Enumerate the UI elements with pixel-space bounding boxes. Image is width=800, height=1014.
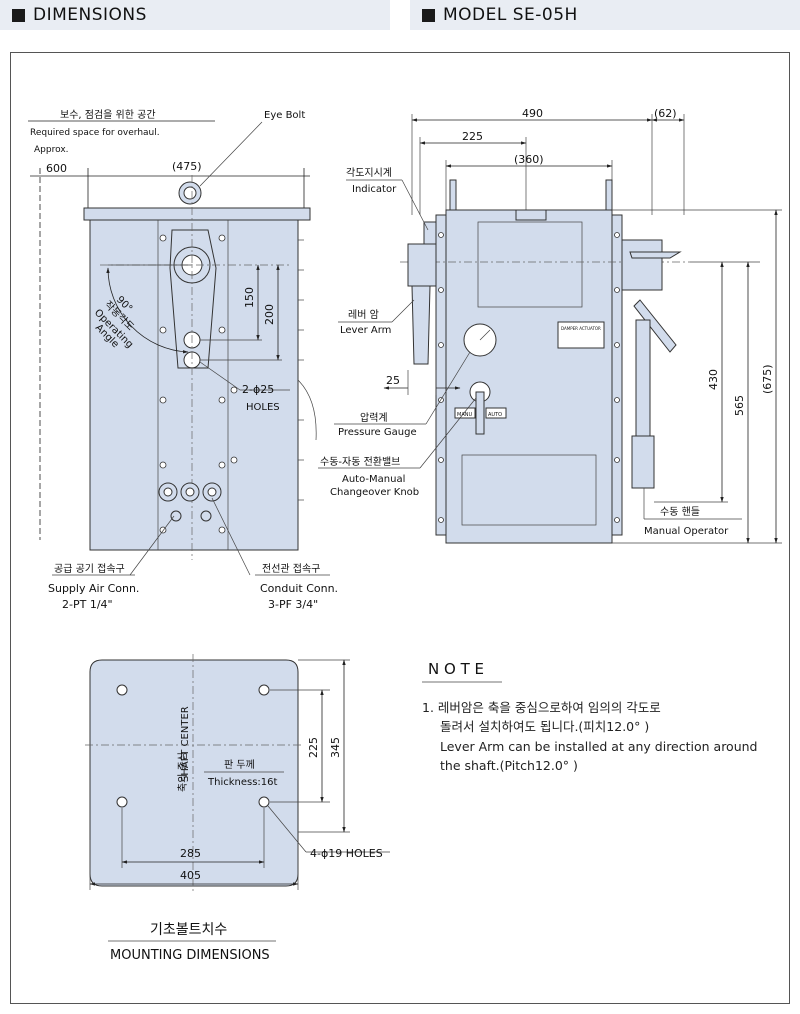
manu-label: MANU: [457, 412, 472, 418]
note-item-en-1: Lever Arm can be installed at any direct…: [440, 739, 758, 754]
side-view: 490 (62) 225 (360): [318, 107, 782, 544]
supply-spec-label: 2-PT 1/4": [62, 598, 113, 611]
gauge-en-label: Pressure Gauge: [338, 427, 417, 438]
approx-label: Approx.: [34, 145, 69, 155]
mounting-holes: [116, 684, 270, 808]
lever-arm-side: [411, 285, 431, 365]
overhaul-en-label: Required space for overhaul.: [30, 128, 160, 138]
lever-en-label: Lever Arm: [340, 325, 391, 336]
drawing-frame: [10, 52, 790, 1004]
thickness-kr-label: 판 두께: [224, 759, 255, 771]
dim-475: (475): [172, 160, 202, 173]
dim-675: (675): [761, 364, 774, 394]
dim-345: 345: [329, 737, 342, 758]
note-item-kr-2: 돌려서 설치하여도 됩니다.(피치12.0° ): [440, 719, 650, 734]
dim-225-mount: 225: [307, 737, 320, 758]
mounting-title-en: MOUNTING DIMENSIONS: [110, 948, 270, 963]
indicator-en-label: Indicator: [352, 184, 397, 195]
supply-en-label: Supply Air Conn.: [48, 582, 139, 595]
header-square-icon: [12, 8, 25, 22]
holes-count-label: 2-ϕ25: [242, 383, 274, 396]
shaft-kr-label: 축의 중심: [177, 752, 189, 792]
gauge-kr-label: 압력계: [360, 411, 388, 424]
manual-kr-label: 수동 핸들: [660, 506, 700, 518]
manual-en-label: Manual Operator: [644, 526, 729, 537]
dim-200: 200: [263, 304, 276, 325]
changeover-en-label-2: Changeover Knob: [330, 487, 419, 498]
actuator-body-side: [445, 209, 613, 544]
thickness-en-label: Thickness:16t: [207, 777, 278, 788]
conduit-cable: [297, 379, 317, 441]
mounting-title-kr: 기초볼트치수: [150, 922, 227, 938]
note-heading: N O T E: [428, 660, 484, 678]
conduit-kr-label: 전선관 접속구: [262, 563, 320, 575]
dimensions-title: DIMENSIONS: [33, 5, 147, 25]
nameplate-text: DAMPER ACTUATOR: [561, 326, 601, 331]
dim-225-side: 225: [462, 130, 483, 143]
dim-360: (360): [514, 153, 544, 166]
dim-565: 565: [733, 395, 746, 416]
dim-490: 490: [522, 107, 543, 120]
dim-150: 150: [243, 287, 256, 308]
model-title: MODEL SE-05H: [443, 5, 578, 25]
changeover-en-label-1: Auto-Manual: [342, 474, 405, 485]
note-item-en-2: the shaft.(Pitch12.0° ): [440, 758, 578, 773]
mounting-holes-label: 4-ϕ19 HOLES: [310, 847, 383, 860]
dim-62: (62): [654, 107, 677, 120]
eye-bolt-label: Eye Bolt: [264, 110, 305, 121]
conduit-en-label: Conduit Conn.: [260, 582, 338, 595]
indicator-kr-label: 각도지시계: [346, 167, 392, 179]
model-header: MODEL SE-05H: [410, 0, 800, 30]
dim-405: 405: [180, 869, 201, 882]
holes-label: HOLES: [246, 402, 280, 413]
changeover-kr-label: 수동-자동 전환밸브: [320, 456, 400, 468]
lever-kr-label: 레버 암: [348, 309, 379, 321]
dimensions-header: DIMENSIONS: [0, 0, 390, 30]
overhaul-kr-label: 보수, 점검을 위한 공간: [60, 108, 156, 121]
front-view: 보수, 점검을 위한 공간 Required space for overhau…: [28, 108, 338, 611]
auto-label: AUTO: [488, 412, 502, 418]
mounting-plate-view: 축의 중심 SHAFT CENTER 판 두께 Thickness:16t 22…: [85, 654, 390, 963]
shaft-en-label: SHAFT CENTER: [180, 706, 191, 782]
header-square-icon: [422, 8, 435, 22]
supply-kr-label: 공급 공기 접속구: [54, 563, 125, 575]
note-item-kr-1: 1. 레버암은 축을 중심으로하여 임의의 각도로: [422, 700, 661, 715]
dim-285: 285: [180, 847, 201, 860]
dim-600: 600: [46, 162, 67, 175]
dim-25: 25: [386, 374, 400, 387]
dim-430: 430: [707, 369, 720, 390]
note-section: N O T E: [422, 660, 502, 683]
mounting-plate: [89, 659, 299, 887]
connection-ports: [158, 482, 222, 522]
conduit-spec-label: 3-PF 3/4": [268, 598, 318, 611]
